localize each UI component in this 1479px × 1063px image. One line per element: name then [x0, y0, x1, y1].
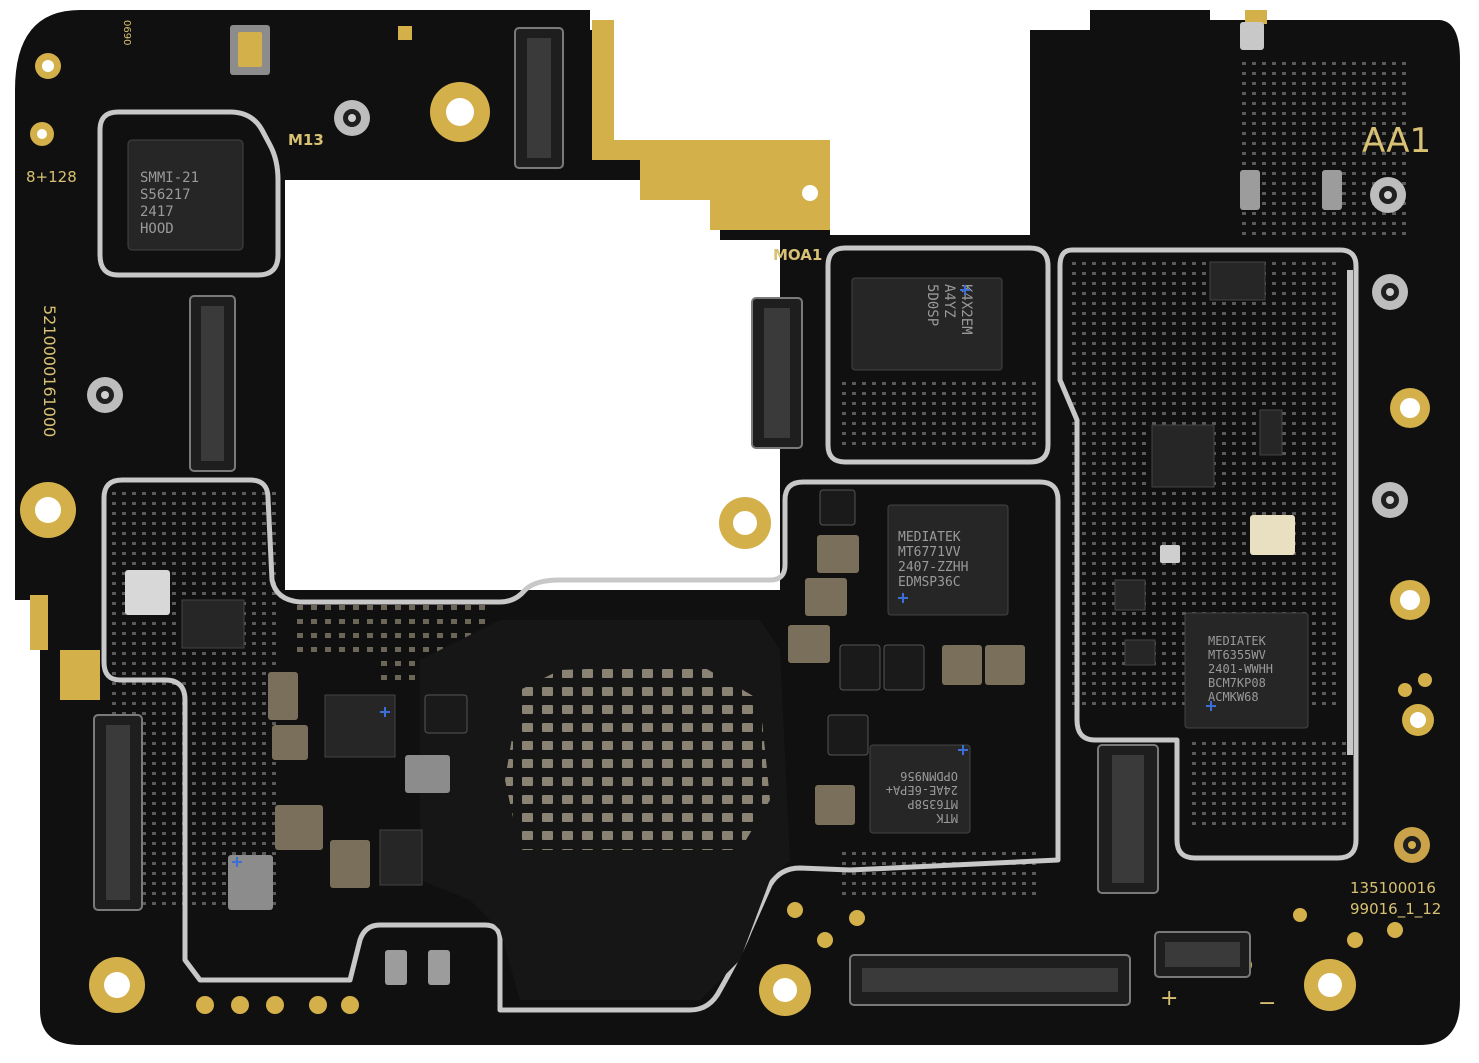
silk-minus: − [1258, 991, 1276, 1016]
silk-vertical-code: 5210000161000 [40, 305, 59, 437]
chip-memory-line1: K4X2EM [958, 284, 974, 335]
silk-aa1: AA1 [1362, 121, 1431, 161]
silkscreen: 8+128 M13 MOA1 AA1 5210000161000 0690 13… [26, 20, 1441, 1016]
silk-m13: M13 [288, 131, 324, 149]
chip-memory-line3: 5D0SP [924, 284, 940, 326]
smd-field-overlay [505, 665, 770, 850]
pin-markers [232, 285, 1216, 867]
chip-memory: K4X2EM A4YZ 5D0SP [851, 277, 1003, 371]
chip-mtk-line3: 24AE-6EPA+ [886, 783, 958, 797]
chip-smmi-line4: HOOD [140, 221, 174, 237]
chip-mt6355-line3: 2401-WWHH [1208, 662, 1273, 676]
mounting-holes [20, 53, 1434, 1016]
chip-mt6771-line3: 2407-ZZHH [898, 560, 968, 575]
chip-mtk-line4: OPDMN956 [900, 769, 958, 783]
silk-serial-2: 99016_1_12 [1350, 900, 1441, 919]
rf-connectors [87, 100, 1430, 863]
shield-frames [97, 109, 1359, 1013]
gold-bracket-top [592, 20, 830, 230]
silk-ram-label: 8+128 [26, 168, 77, 186]
silk-small-code: 0690 [121, 20, 132, 45]
chip-mt6771-line2: MT6771VV [898, 545, 961, 560]
chip-mt6771-line1: MEDIATEK [898, 530, 961, 545]
chip-smmi-line1: SMMI-21 [140, 170, 199, 186]
chip-mt6355-line5: ACMKW68 [1208, 690, 1259, 704]
chip-smmi: SMMI-21 S56217 2417 HOOD [127, 139, 244, 251]
chip-smmi-line3: 2417 [140, 204, 174, 220]
chip-mtk: MTK MT6358P 24AE-6EPA+ OPDMN956 [869, 744, 971, 834]
gold-edge-left [30, 595, 100, 700]
chip-smmi-line2: S56217 [140, 187, 191, 203]
chip-mt6771: MEDIATEK MT6771VV 2407-ZZHH EDMSP36C [887, 504, 1009, 616]
chip-mtk-line1: MTK [936, 811, 958, 825]
silk-moa1: MOA1 [773, 246, 822, 264]
silk-serial-1: 135100016 [1350, 879, 1436, 897]
chip-mt6355-line4: BCM7KP08 [1208, 676, 1266, 690]
chip-mt6355-line2: MT6355WV [1208, 648, 1266, 662]
chip-mt6771-line4: EDMSP36C [898, 575, 961, 590]
chip-mt6355: MEDIATEK MT6355WV 2401-WWHH BCM7KP08 ACM… [1184, 612, 1309, 729]
chip-mtk-line2: MT6358P [907, 797, 958, 811]
connectors [93, 27, 1251, 1006]
chip-mt6355-line1: MEDIATEK [1208, 634, 1267, 648]
chip-memory-line2: A4YZ [941, 284, 957, 318]
silk-plus: + [1160, 986, 1178, 1011]
power-inductors [125, 22, 1342, 985]
small-ics [181, 261, 1283, 886]
